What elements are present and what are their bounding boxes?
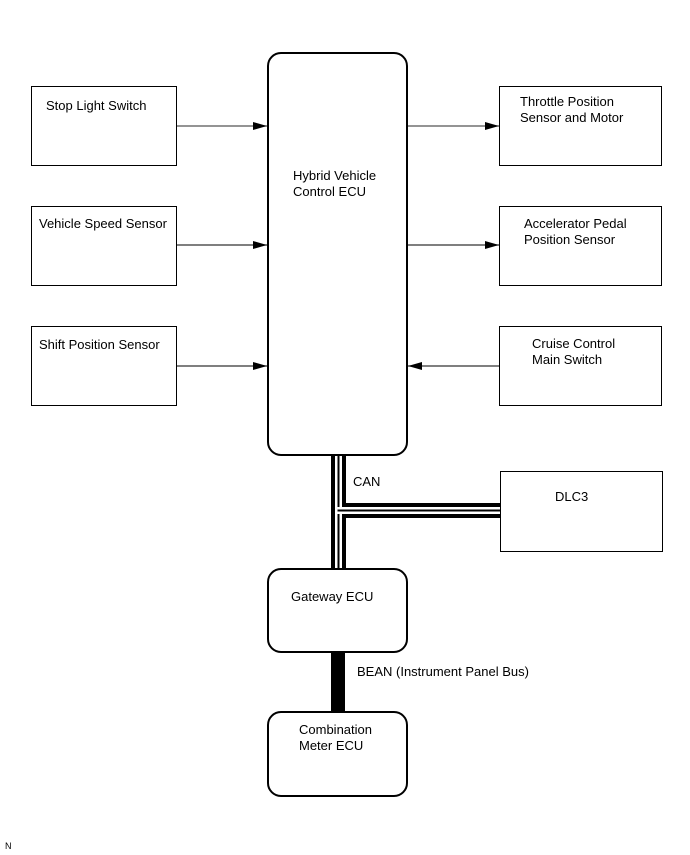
stop-light-switch-box: [31, 86, 177, 166]
dlc3-label: DLC3: [555, 489, 589, 504]
dlc3-box: [500, 471, 663, 552]
hybrid-vehicle-control-ecu-box: [267, 52, 408, 456]
throttle-position-sensor-box: [499, 86, 662, 166]
accelerator-pedal-sensor-label: Accelerator Pedal Position Sensor: [524, 216, 627, 247]
gateway-ecu-box: [267, 568, 408, 653]
cruise-control-main-switch-box: [499, 326, 662, 406]
combination-meter-ecu-label: Combination Meter ECU: [299, 722, 372, 753]
shift-position-sensor-label: Shift Position Sensor: [39, 337, 160, 352]
throttle-position-sensor-label: Throttle Position Sensor and Motor: [520, 94, 624, 125]
vehicle-speed-sensor-box: [31, 206, 177, 286]
cruise-control-main-switch-label: Cruise Control Main Switch: [532, 336, 616, 367]
can-bus-label: CAN: [353, 474, 381, 489]
vehicle-speed-sensor-label: Vehicle Speed Sensor: [39, 216, 167, 231]
gateway-ecu-label: Gateway ECU: [291, 589, 374, 604]
accelerator-pedal-sensor-box: [499, 206, 662, 286]
bean-bus: [331, 652, 345, 712]
combination-meter-ecu-box: [267, 711, 408, 797]
stop-light-switch-label: Stop Light Switch: [46, 98, 147, 113]
corner-mark: N: [5, 841, 12, 851]
bean-bus-label: BEAN (Instrument Panel Bus): [357, 664, 529, 679]
hybrid-vehicle-control-ecu-label: Hybrid Vehicle Control ECU: [293, 168, 377, 199]
shift-position-sensor-box: [31, 326, 177, 406]
can-bus: [331, 455, 501, 569]
